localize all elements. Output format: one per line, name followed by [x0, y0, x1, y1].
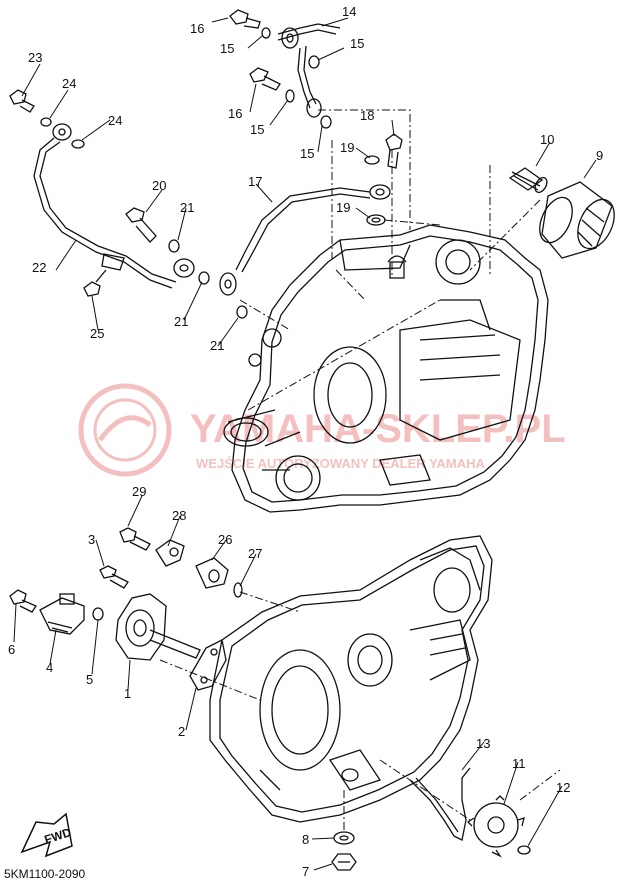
callout-2: 2 [178, 724, 185, 739]
callout-27: 27 [248, 546, 262, 561]
watermark-logo [78, 383, 172, 477]
inlet-pipe [223, 409, 321, 501]
callout-15-top-right: 15 [350, 36, 364, 51]
oil-pipe-22 [9, 89, 248, 319]
fwd-arrow: FWD [20, 812, 73, 858]
drain-bolt [331, 831, 357, 871]
callout-15-lower: 15 [300, 146, 314, 161]
callout-21-top: 21 [180, 200, 194, 215]
callout-21-middle: 21 [174, 314, 188, 329]
callout-6: 6 [8, 642, 15, 657]
assembly-lines-lower [159, 591, 561, 830]
callout-14: 14 [342, 4, 356, 19]
sprocket-chain [409, 767, 531, 858]
oil-filter [539, 181, 615, 259]
callout-22: 22 [32, 260, 46, 275]
watermark-sub-text: WEJŚCIE AUTORYZOWANY DEALER YAMAHA [196, 456, 486, 471]
oil-pipe-14 [229, 9, 341, 129]
callout-15-top-left: 15 [220, 41, 234, 56]
callout-24-right: 24 [108, 113, 122, 128]
watermark-main-text: YAMAHA-SKLEP.PL [190, 407, 566, 451]
callout-11: 11 [512, 756, 526, 771]
callout-23: 23 [28, 50, 42, 65]
callout-17: 17 [248, 174, 262, 189]
lower-crankcase [209, 535, 493, 823]
callout-16-top: 16 [190, 21, 204, 36]
callout-24-left: 24 [62, 76, 76, 91]
callout-9: 9 [596, 148, 603, 163]
callout-5: 5 [86, 672, 93, 687]
watermark: YAMAHA-SKLEP.PL WEJŚCIE AUTORYZOWANY DEA… [78, 383, 566, 477]
callout-7: 7 [302, 864, 309, 879]
callout-29: 29 [132, 484, 146, 499]
callout-26: 26 [218, 532, 232, 547]
small-parts-26-29 [119, 527, 243, 598]
gasket-2 [189, 639, 227, 691]
callout-8: 8 [302, 832, 309, 847]
bolt-18 [364, 133, 403, 226]
filter-union-bolt [508, 167, 548, 194]
callout-3: 3 [88, 532, 95, 547]
callout-18: 18 [360, 108, 374, 123]
callout-28: 28 [172, 508, 186, 523]
callout-15-middle: 15 [250, 122, 264, 137]
leader-lines [13, 17, 597, 871]
oil-pump [99, 565, 201, 661]
bolt-16-lower [249, 67, 295, 103]
assembly-lines-upper [239, 109, 541, 411]
callout-1: 1 [124, 686, 131, 701]
strainer-4 [9, 589, 104, 635]
callout-16-middle: 16 [228, 106, 242, 121]
callout-13: 13 [476, 736, 490, 751]
callout-12: 12 [556, 780, 570, 795]
callout-20: 20 [152, 178, 166, 193]
upper-crankcase-cover [231, 224, 549, 513]
callout-19-top: 19 [340, 140, 354, 155]
callout-25: 25 [90, 326, 104, 341]
oil-pipe-17 [219, 184, 391, 296]
callout-4: 4 [46, 660, 53, 675]
callout-19-bottom: 19 [336, 200, 350, 215]
callout-21-bottom: 21 [210, 338, 224, 353]
callout-10: 10 [540, 132, 554, 147]
diagram-code: 5KM1100-2090 [4, 867, 85, 881]
callout-labels: 16 14 15 15 23 24 24 16 15 15 18 10 9 19… [8, 4, 603, 879]
